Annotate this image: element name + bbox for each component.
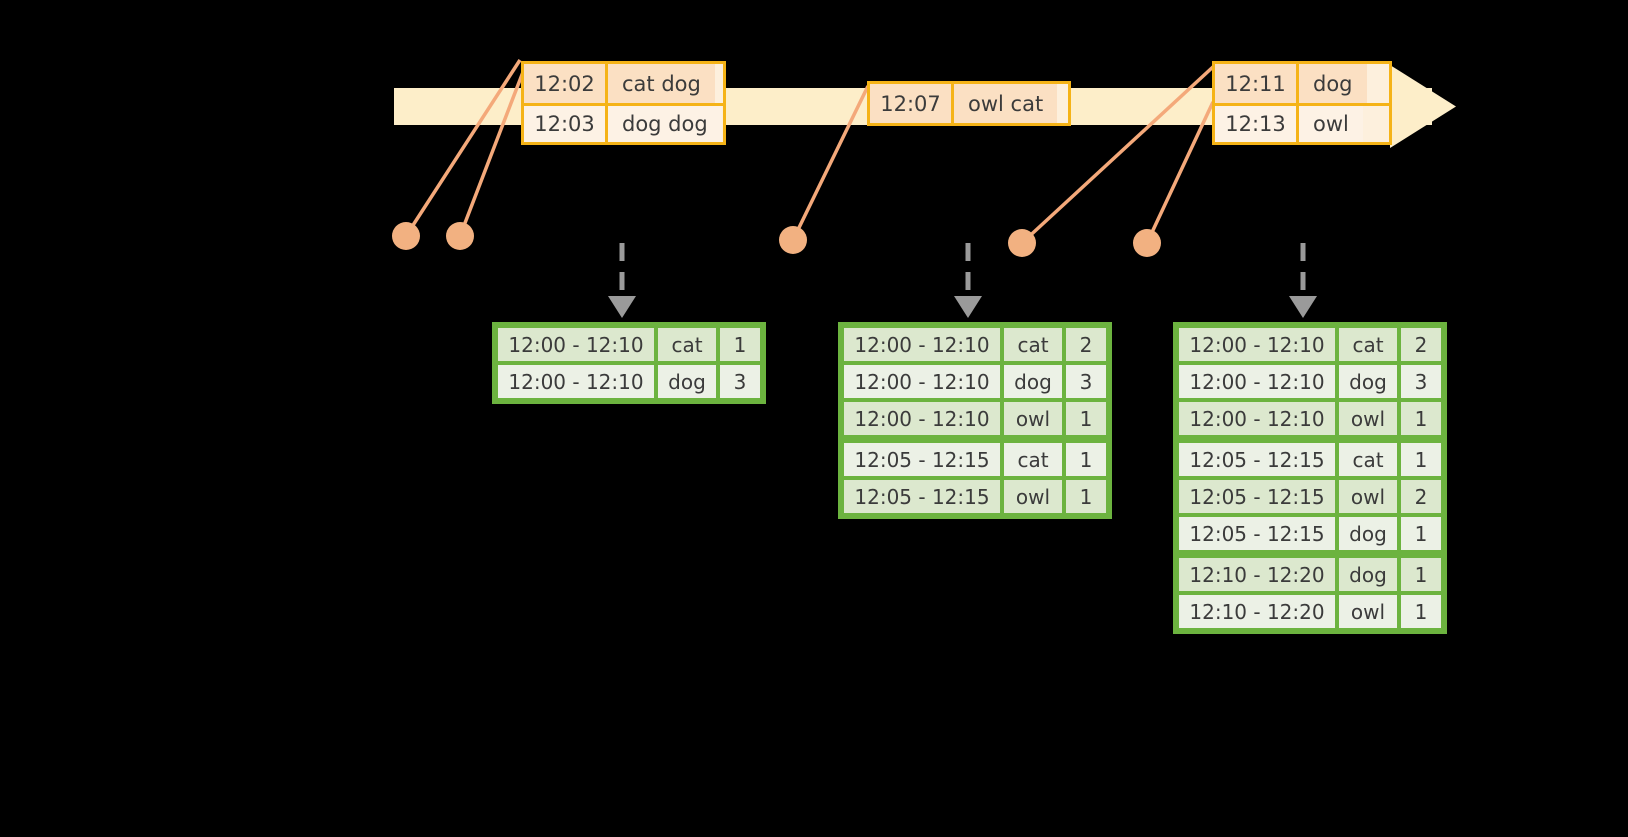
table-row[interactable]: 12:00 - 12:10 cat 2 <box>842 326 1108 363</box>
cell-window: 12:00 - 12:10 <box>843 364 1001 399</box>
event-time: 12:02 <box>524 64 608 103</box>
cell-window: 12:00 - 12:10 <box>1178 401 1336 436</box>
connector-line-3 <box>791 85 870 241</box>
cell-count: 1 <box>719 327 761 362</box>
cell-key: dog <box>1003 364 1063 399</box>
event-dot-4 <box>1008 229 1036 257</box>
table-row[interactable]: 12:05 - 12:15 owl 1 <box>842 478 1108 515</box>
cell-key: owl <box>1003 401 1063 436</box>
table-row[interactable]: 12:00 - 12:10 owl 1 <box>1177 400 1443 437</box>
event-row[interactable]: 12:07 owl cat <box>870 84 1068 123</box>
cell-count: 1 <box>1400 557 1442 592</box>
cell-window: 12:05 - 12:15 <box>843 442 1001 477</box>
cell-key: cat <box>1338 327 1398 362</box>
cell-key: owl <box>1338 479 1398 514</box>
cell-window: 12:00 - 12:10 <box>497 364 655 399</box>
cell-key: dog <box>657 364 717 399</box>
event-time: 12:11 <box>1215 64 1299 103</box>
event-text: dog dog <box>608 106 722 142</box>
table-row[interactable]: 12:00 - 12:10 dog 3 <box>496 363 762 400</box>
timeline-arrowhead <box>1390 65 1456 148</box>
table-row[interactable]: 12:05 - 12:15 cat 1 <box>842 441 1108 478</box>
table-row[interactable]: 12:05 - 12:15 cat 1 <box>1177 441 1443 478</box>
event-dot-1 <box>392 222 420 250</box>
table-row[interactable]: 12:00 - 12:10 owl 1 <box>842 400 1108 437</box>
event-text: dog <box>1299 64 1367 103</box>
events-group-1[interactable]: 12:02 cat dog 12:03 dog dog <box>521 61 726 145</box>
cell-count: 1 <box>1400 401 1442 436</box>
cell-window: 12:05 - 12:15 <box>1178 442 1336 477</box>
table-row[interactable]: 12:10 - 12:20 owl 1 <box>1177 593 1443 630</box>
event-row[interactable]: 12:03 dog dog <box>524 103 723 142</box>
result-table-1[interactable]: 12:00 - 12:10 cat 1 12:00 - 12:10 dog 3 <box>492 322 766 404</box>
cell-key: owl <box>1338 594 1398 629</box>
events-group-2[interactable]: 12:07 owl cat <box>867 81 1071 126</box>
cell-window: 12:05 - 12:15 <box>843 479 1001 514</box>
cell-count: 1 <box>1065 479 1107 514</box>
event-row[interactable]: 12:13 owl <box>1215 103 1389 142</box>
dashed-arrow-head-3 <box>1289 296 1317 318</box>
cell-count: 1 <box>1400 442 1442 477</box>
cell-count: 3 <box>1400 364 1442 399</box>
connector-line-2 <box>458 71 525 237</box>
event-dot-5 <box>1133 229 1161 257</box>
event-text: owl <box>1299 106 1363 142</box>
cell-count: 3 <box>1065 364 1107 399</box>
event-text: owl cat <box>954 84 1058 123</box>
table-row[interactable]: 12:10 - 12:20 dog 1 <box>1177 556 1443 593</box>
window-group-separator <box>1177 437 1443 441</box>
table-row[interactable]: 12:05 - 12:15 dog 1 <box>1177 515 1443 552</box>
event-time: 12:07 <box>870 84 954 123</box>
cell-window: 12:00 - 12:10 <box>843 327 1001 362</box>
event-text: cat dog <box>608 64 715 103</box>
result-table-2[interactable]: 12:00 - 12:10 cat 2 12:00 - 12:10 dog 3 … <box>838 322 1112 519</box>
window-group-separator <box>1177 552 1443 556</box>
events-group-3[interactable]: 12:11 dog 12:13 owl <box>1212 61 1392 145</box>
cell-count: 2 <box>1400 327 1442 362</box>
cell-key: cat <box>1003 327 1063 362</box>
cell-key: owl <box>1003 479 1063 514</box>
window-group-separator <box>842 437 1108 441</box>
cell-window: 12:05 - 12:15 <box>1178 516 1336 551</box>
cell-count: 1 <box>1400 594 1442 629</box>
cell-key: cat <box>1003 442 1063 477</box>
cell-count: 1 <box>1400 516 1442 551</box>
cell-key: dog <box>1338 364 1398 399</box>
cell-window: 12:00 - 12:10 <box>497 327 655 362</box>
event-row[interactable]: 12:02 cat dog <box>524 64 723 103</box>
table-row[interactable]: 12:00 - 12:10 cat 2 <box>1177 326 1443 363</box>
cell-window: 12:00 - 12:10 <box>1178 327 1336 362</box>
cell-window: 12:00 - 12:10 <box>843 401 1001 436</box>
cell-count: 3 <box>719 364 761 399</box>
table-row[interactable]: 12:05 - 12:15 owl 2 <box>1177 478 1443 515</box>
dashed-arrow-head-1 <box>608 296 636 318</box>
timeline-arrowhead-body <box>1390 88 1432 125</box>
cell-window: 12:05 - 12:15 <box>1178 479 1336 514</box>
result-table-3[interactable]: 12:00 - 12:10 cat 2 12:00 - 12:10 dog 3 … <box>1173 322 1447 634</box>
event-dot-2 <box>446 222 474 250</box>
connector-line-1 <box>404 59 522 237</box>
table-row[interactable]: 12:00 - 12:10 cat 1 <box>496 326 762 363</box>
dashed-arrow-head-2 <box>954 296 982 318</box>
cell-count: 1 <box>1065 401 1107 436</box>
cell-window: 12:10 - 12:20 <box>1178 594 1336 629</box>
connector-line-5 <box>1145 101 1215 244</box>
event-time: 12:03 <box>524 106 608 142</box>
event-row[interactable]: 12:11 dog <box>1215 64 1389 103</box>
cell-key: cat <box>1338 442 1398 477</box>
cell-window: 12:10 - 12:20 <box>1178 557 1336 592</box>
event-dot-3 <box>779 226 807 254</box>
cell-key: cat <box>657 327 717 362</box>
cell-key: dog <box>1338 557 1398 592</box>
cell-key: owl <box>1338 401 1398 436</box>
cell-window: 12:00 - 12:10 <box>1178 364 1336 399</box>
cell-count: 1 <box>1065 442 1107 477</box>
cell-key: dog <box>1338 516 1398 551</box>
table-row[interactable]: 12:00 - 12:10 dog 3 <box>842 363 1108 400</box>
event-time: 12:13 <box>1215 106 1299 142</box>
cell-count: 2 <box>1065 327 1107 362</box>
cell-count: 2 <box>1400 479 1442 514</box>
table-row[interactable]: 12:00 - 12:10 dog 3 <box>1177 363 1443 400</box>
